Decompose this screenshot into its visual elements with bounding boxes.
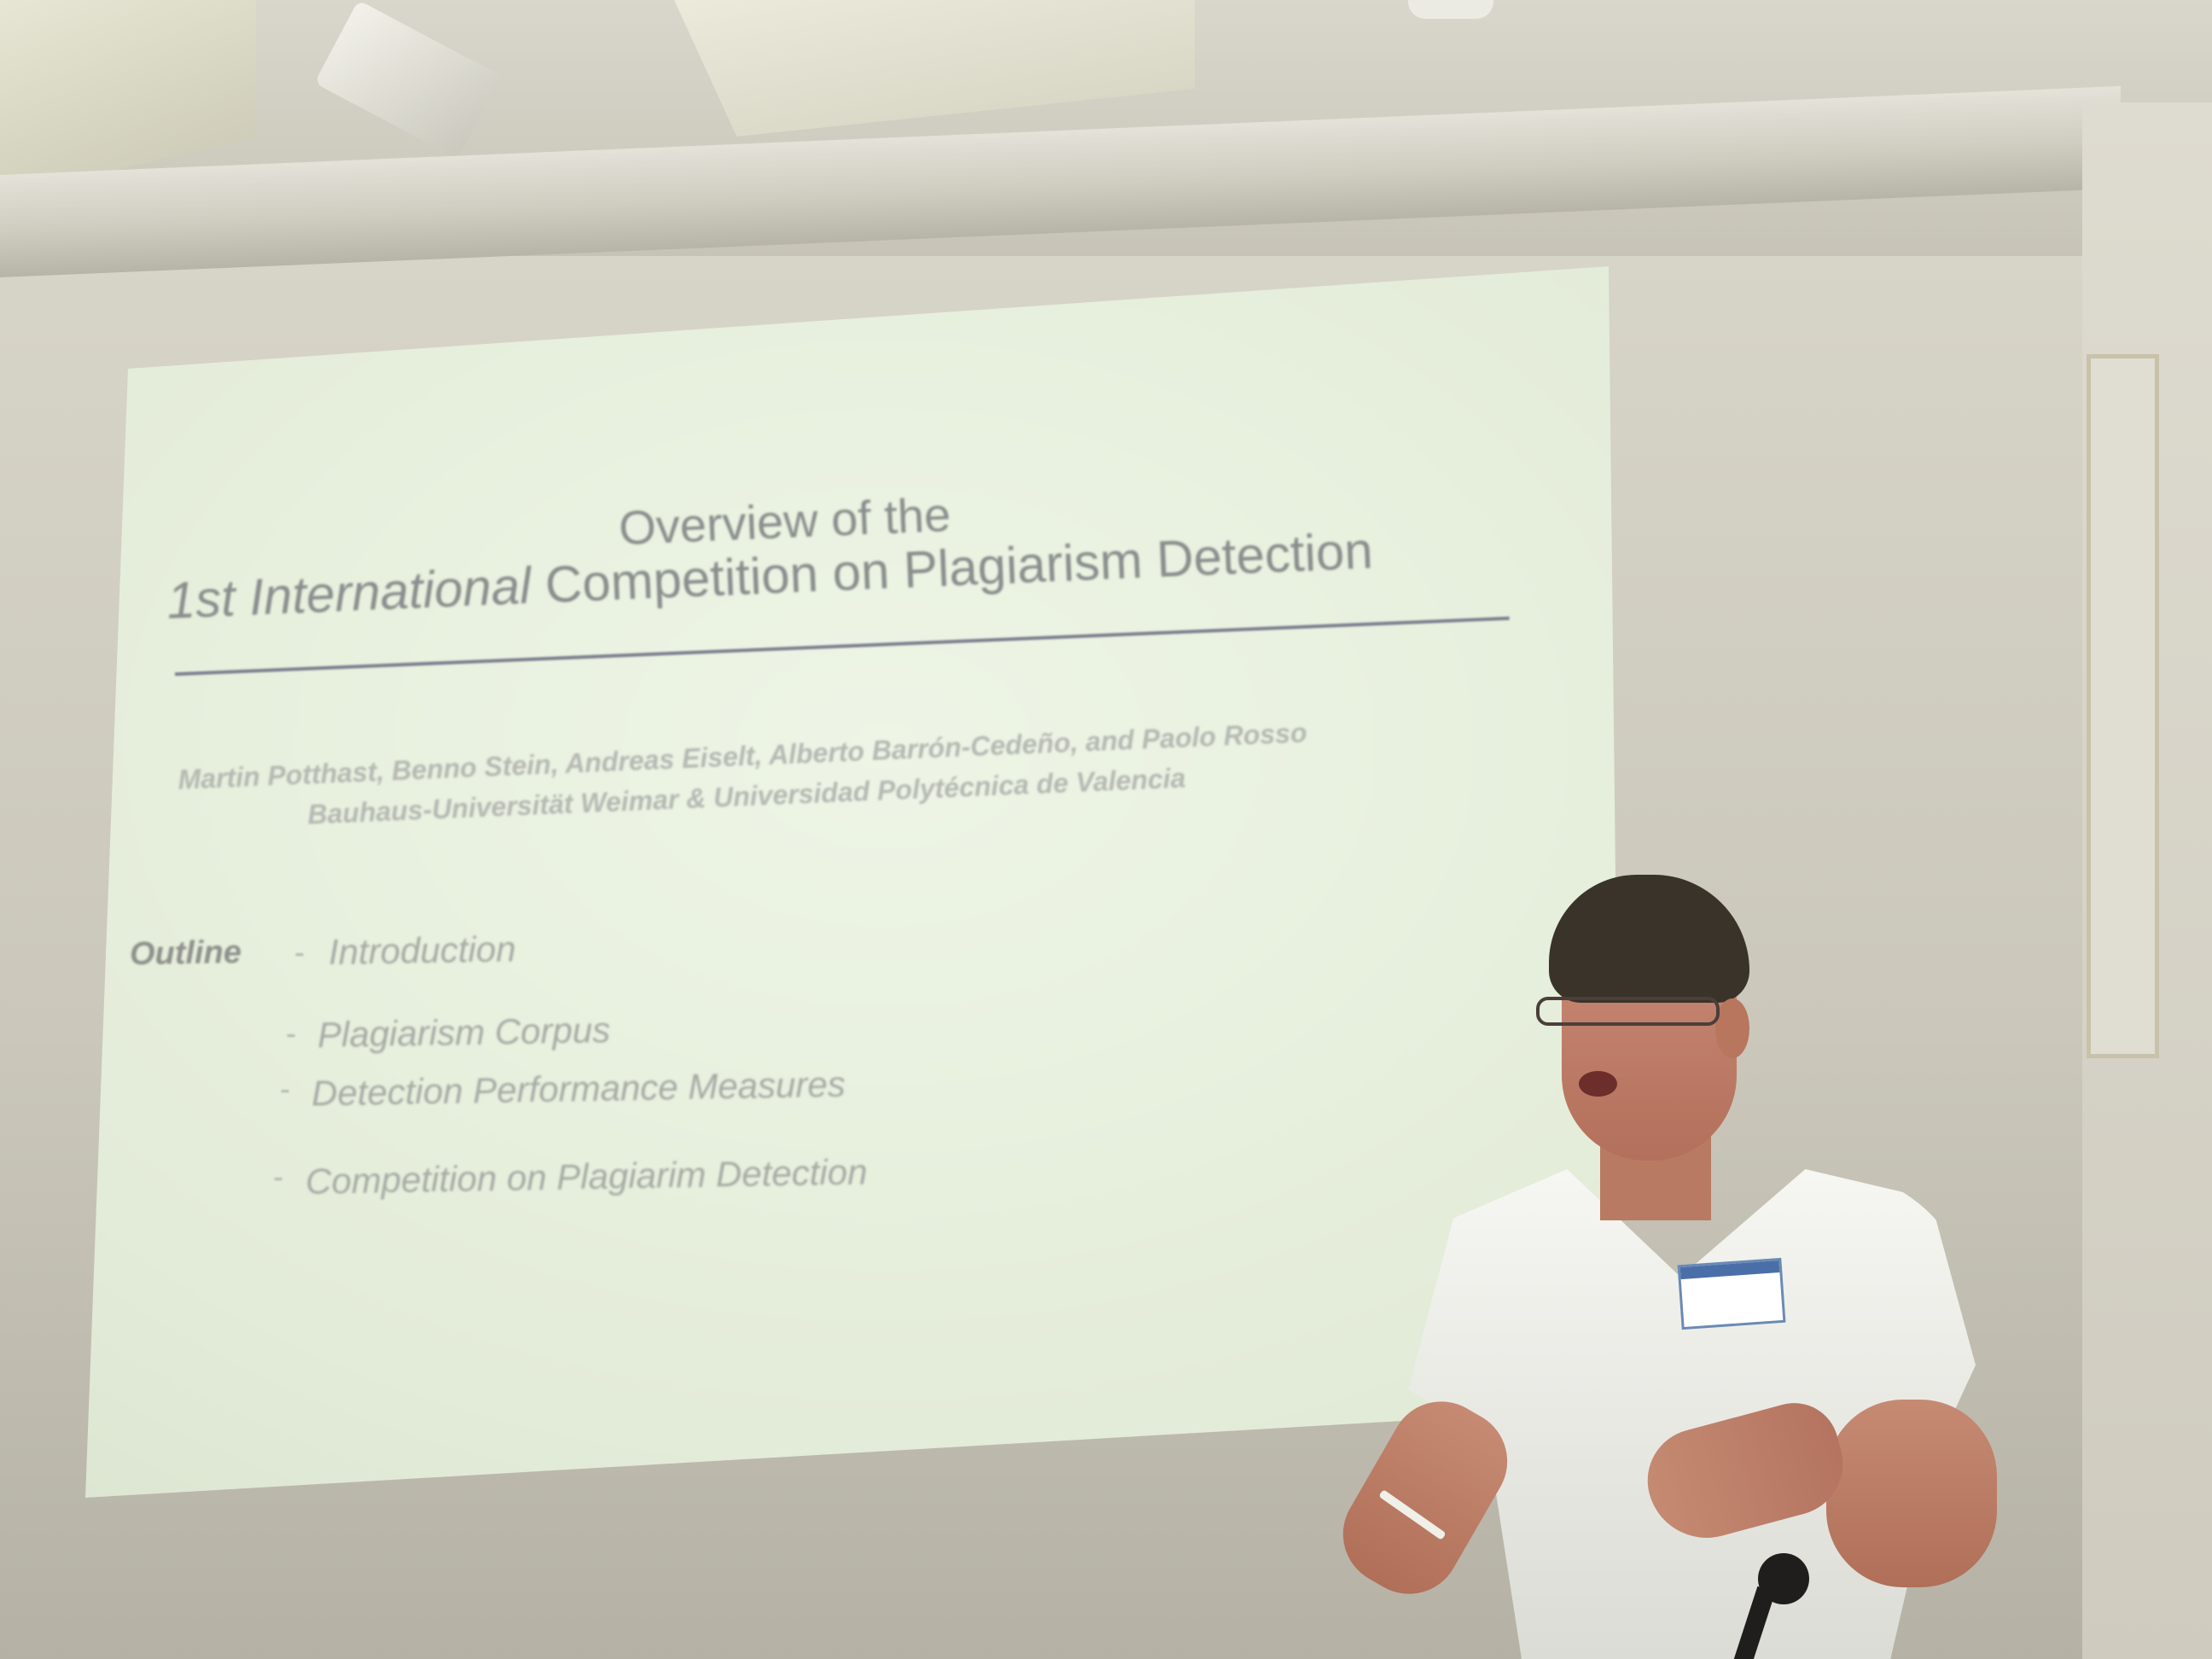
bullet-dash: - xyxy=(286,1016,296,1051)
name-badge xyxy=(1677,1257,1786,1330)
presenter-mouth xyxy=(1579,1071,1617,1097)
presenter-right-arm xyxy=(1826,1400,1997,1587)
bullet-dash: - xyxy=(294,934,305,969)
outline-item: Plagiarism Corpus xyxy=(317,1010,611,1055)
glasses-icon xyxy=(1536,997,1720,1026)
outline-item: Introduction xyxy=(328,928,516,972)
outline-label: Outline xyxy=(129,934,242,973)
wall-panel xyxy=(2087,354,2159,1058)
badge-header xyxy=(1679,1260,1780,1280)
ceiling-light xyxy=(1408,0,1493,19)
bullet-dash: - xyxy=(273,1159,283,1194)
presenter-ear xyxy=(1715,998,1749,1058)
bullet-dash: - xyxy=(280,1071,290,1106)
